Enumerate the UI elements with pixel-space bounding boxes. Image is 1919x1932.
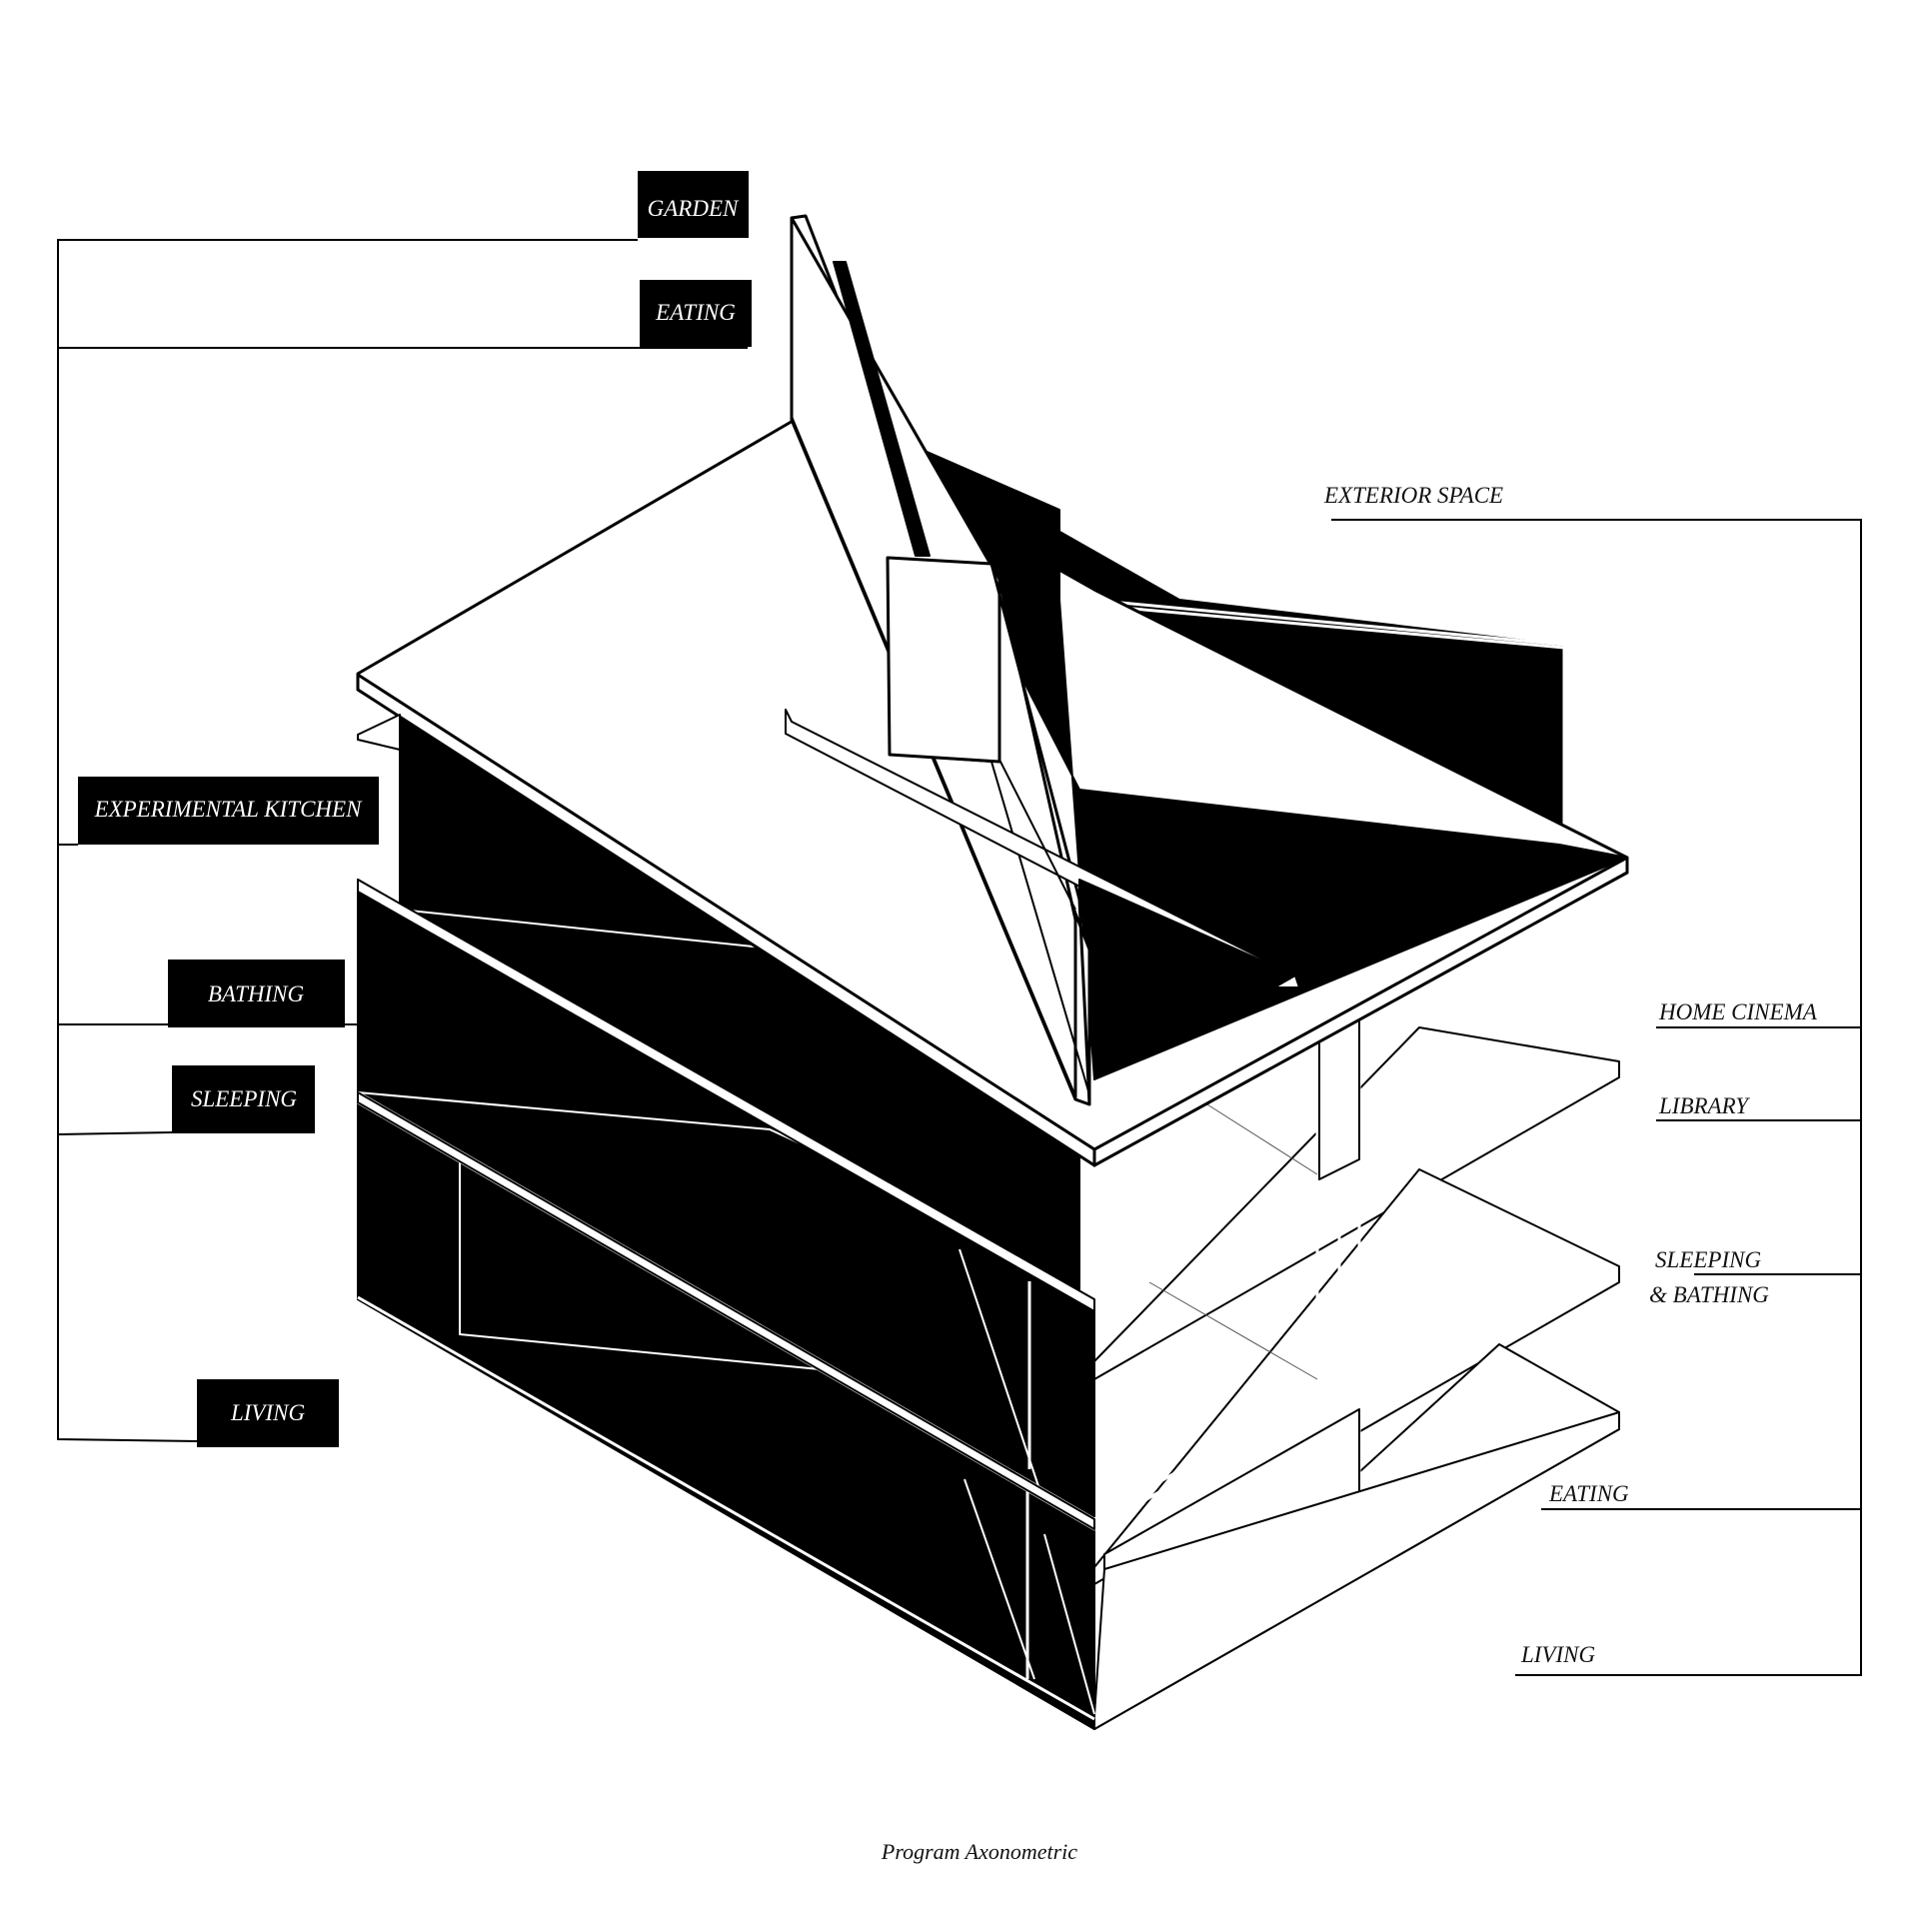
roof-shelf: [357, 714, 401, 751]
right-labels: EXTERIOR SPACE HOME CINEMA LIBRARY SLEEP…: [1323, 483, 1818, 1667]
label-sleeping: SLEEPING: [1655, 1247, 1761, 1272]
tag-sleeping-text: SLEEPING: [191, 1086, 297, 1111]
label-living-right: LIVING: [1520, 1642, 1596, 1667]
right-leader-lines: [1331, 519, 1862, 1676]
leader-garden: [57, 239, 638, 1442]
tag-bathing-text: BATHING: [208, 981, 305, 1006]
tag-experimental-kitchen-text: EXPERIMENTAL KITCHEN: [94, 797, 364, 822]
roof-chevron: [998, 759, 1076, 911]
roof-fold-line: [889, 754, 1090, 1095]
tag-bathing: BATHING: [168, 960, 345, 1027]
label-and-bathing: & BATHING: [1649, 1282, 1769, 1307]
tag-garden: GARDEN: [638, 171, 749, 238]
tag-experimental-kitchen: EXPERIMENTAL KITCHEN: [78, 777, 379, 845]
left-label-tags: GARDEN EATING EXPERIMENTAL KITCHEN BATHI…: [78, 171, 752, 1447]
leader-exterior-space: [1331, 519, 1862, 1676]
roof-rail: [785, 709, 1300, 988]
roof-dark-half: [899, 439, 1628, 1080]
label-eating-right: EATING: [1548, 1481, 1629, 1506]
diagram-caption: Program Axonometric: [881, 1839, 1077, 1864]
roof-rail-dark: [1078, 879, 1296, 988]
label-exterior-space: EXTERIOR SPACE: [1323, 483, 1503, 508]
mid-floor-slab-lower: [357, 1091, 1095, 1530]
tag-sleeping: SLEEPING: [172, 1065, 315, 1133]
tag-eating-text: EATING: [655, 300, 736, 325]
tag-garden-text: GARDEN: [648, 196, 740, 221]
axonometric-building: [356, 214, 1629, 1730]
tag-living-text: LIVING: [230, 1400, 306, 1425]
label-library: LIBRARY: [1658, 1093, 1750, 1118]
tag-living: LIVING: [197, 1379, 339, 1447]
floor-plate-library: [1093, 1026, 1620, 1380]
label-home-cinema: HOME CINEMA: [1658, 999, 1818, 1024]
roof-right-edge: [1092, 856, 1629, 1167]
tag-eating: EATING: [640, 280, 752, 347]
fin-wall-dark-slot: [833, 261, 931, 557]
mid-floor-slab: [357, 879, 1095, 1312]
leader-sleeping: [57, 1131, 173, 1135]
ground-slab-right: [1093, 1411, 1620, 1730]
central-wall-box: [886, 556, 1001, 764]
